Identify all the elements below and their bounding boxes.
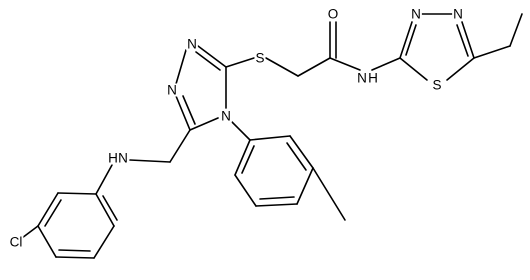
bond-nh-carbonyl	[329, 57, 361, 71]
bond-thiadiazole-c5-s	[446, 57, 475, 81]
atom-amine-hydrogen: H	[108, 151, 118, 166]
bond-tolyl-2-inner	[286, 142, 307, 171]
atom-triazole-n2: N	[187, 37, 197, 52]
bond-c2-nh	[371, 57, 401, 71]
atom-thiadiazole-n3: N	[411, 7, 421, 22]
atom-thiadiazole-sulfur: S	[432, 78, 441, 93]
atom-label-background	[410, 7, 422, 21]
atom-label-background	[326, 7, 340, 21]
atom-labels: O N N N H S S N N N H N Cl	[8, 7, 464, 250]
atom-thioether-sulfur: S	[255, 51, 264, 66]
bond-aryl-2	[93, 225, 115, 259]
atom-amine-nitrogen: N	[118, 151, 128, 166]
bond-nh-aryl	[95, 164, 113, 195]
atom-label-background	[367, 71, 379, 85]
atom-label-background	[186, 37, 198, 51]
atom-carbonyl-oxygen: O	[328, 7, 339, 22]
bond-tolyl-6	[234, 139, 251, 176]
bond-s-triazole-c3	[225, 57, 255, 68]
bond-thiadiazole-s-c2	[399, 57, 428, 81]
bond-aryl-3-inner	[58, 249, 91, 252]
bond-aryl-cl	[21, 225, 39, 239]
bond-ch2-nh	[129, 159, 171, 163]
bond-aryl-3	[55, 256, 95, 259]
bond-triazole-n2-n1	[175, 49, 187, 85]
bond-tolyl-6-inner	[241, 145, 255, 174]
bond-aryl-1-inner	[102, 195, 118, 221]
bond-carbonyl-ch2	[297, 57, 331, 77]
bond-tolyl-1	[249, 135, 291, 141]
bond-tolyl-methyl	[312, 167, 346, 221]
bond-triazole-c3-n2-inner	[195, 51, 221, 71]
atom-triazole-n1: N	[167, 83, 177, 98]
atom-label-background	[452, 7, 464, 21]
bond-thiadiazole-n4-c5-inner	[456, 24, 469, 57]
bond-tolyl-4-inner	[259, 196, 295, 200]
bond-triazole-c3-n2	[197, 45, 227, 68]
atom-label-background	[431, 78, 443, 92]
bond-triazole-c5-n4	[189, 117, 219, 131]
atom-label-background	[356, 71, 368, 85]
atom-label-background	[117, 151, 129, 165]
bond-aryl-5	[37, 192, 59, 227]
atom-label-background	[107, 151, 119, 165]
bond-thiadiazole-c2-n3	[399, 21, 413, 59]
bond-aryl-6	[57, 192, 97, 195]
bond-ethyl-2	[509, 13, 523, 47]
bond-tolyl-5	[234, 174, 257, 207]
bond-ethyl-1	[473, 45, 511, 59]
atom-label-background	[254, 51, 266, 65]
bond-n4-tolyl	[231, 121, 251, 141]
atom-amide-nitrogen: N	[357, 71, 367, 86]
atom-label-background	[166, 83, 178, 97]
bond-thiadiazole-n4-c5	[461, 21, 475, 59]
atom-thiadiazole-n4: N	[453, 7, 463, 22]
bond-aryl-4	[37, 225, 57, 258]
bond-thiadiazole-c2-n3-inner	[405, 24, 417, 56]
bond-aryl-5-inner	[44, 199, 62, 227]
atom-label-background	[8, 235, 24, 249]
atom-amide-hydrogen: H	[368, 71, 378, 86]
bond-tolyl-2	[289, 135, 314, 169]
bond-triazole-ch2	[169, 129, 191, 163]
bond-triazole-n1-c5	[175, 95, 191, 131]
bond-ch2-s	[265, 57, 299, 77]
bond-tolyl-3	[296, 167, 314, 205]
bonds	[21, 13, 523, 259]
bond-triazole-n1-c5-inner	[182, 95, 196, 125]
atom-triazole-n4: N	[221, 109, 231, 124]
atom-label-backgrounds	[8, 7, 464, 249]
atom-chlorine: Cl	[10, 235, 23, 250]
bond-tolyl-4	[255, 203, 298, 207]
atom-label-background	[220, 109, 232, 123]
bond-aryl-1	[95, 193, 115, 227]
